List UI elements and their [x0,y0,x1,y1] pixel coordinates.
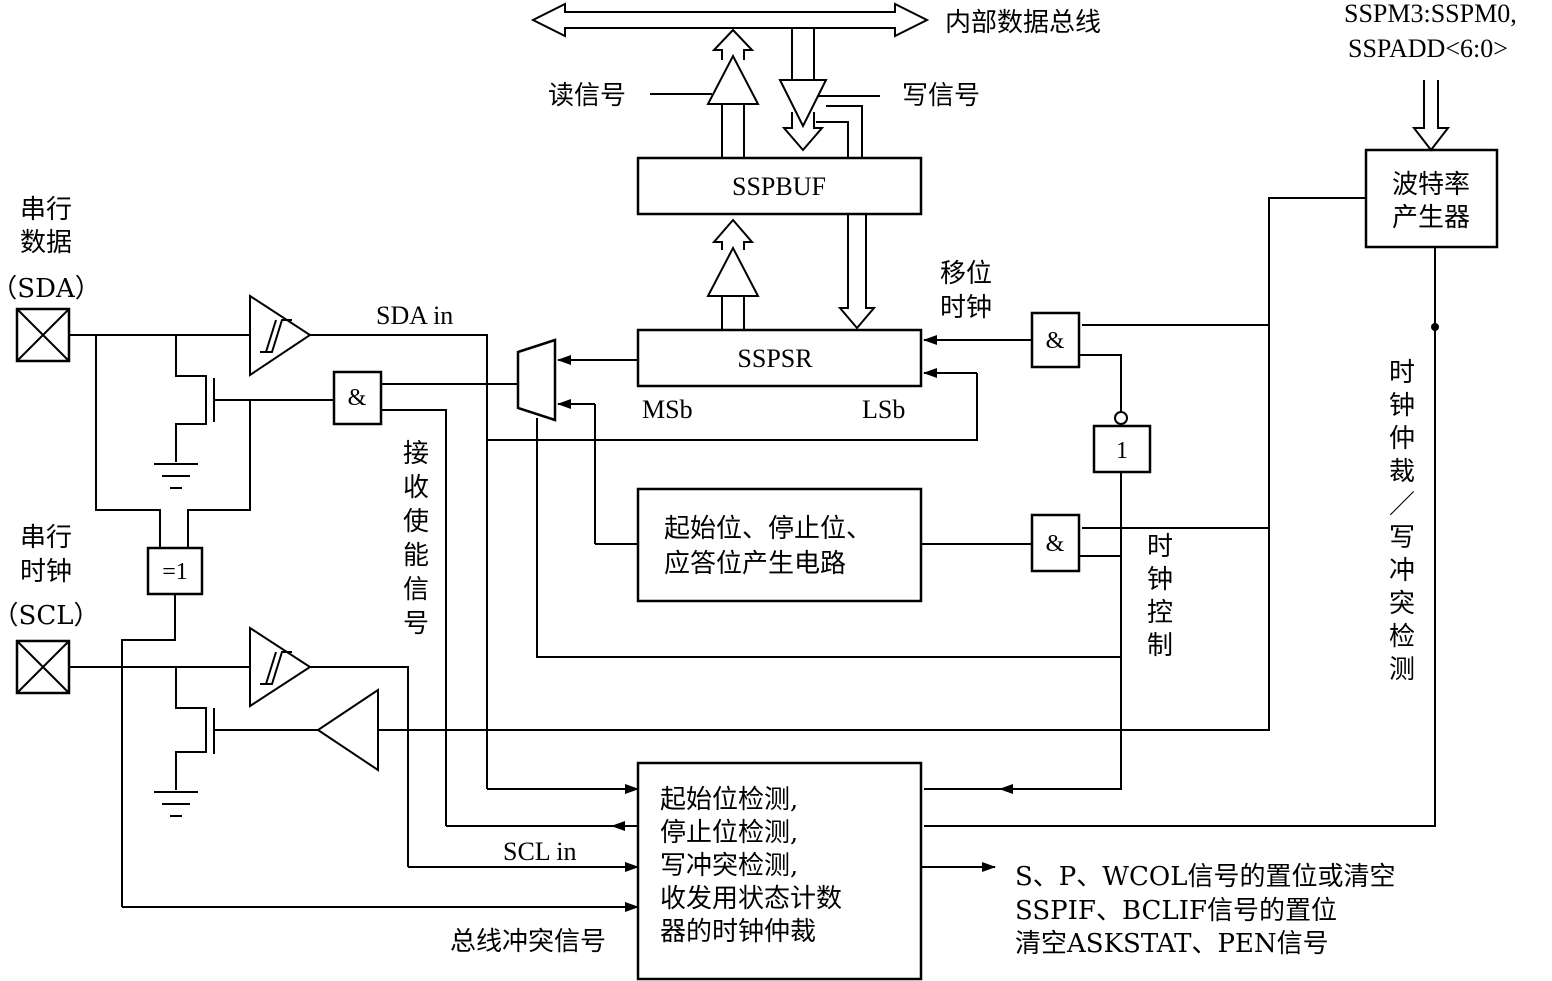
sspbuf-label: SSPBUF [732,172,826,201]
baud-rate-generator [1364,148,1499,249]
svg-text:能: 能 [403,541,429,571]
bus-conflict-label: 总线冲突信号 [450,927,606,957]
sda-and-gate [332,370,383,426]
sspbuf-to-sspsr-arrow [837,214,877,330]
sda-label-line2: 数据 [20,228,72,258]
svg-text:时: 时 [1389,358,1415,388]
sda-transistor [175,335,334,462]
svg-text:突: 突 [1389,589,1415,619]
shift-clock-line1: 移位 [940,259,992,289]
svg-text:仲: 仲 [1389,424,1415,454]
scl-ground-icon [154,791,198,817]
scl-label-line2: 时钟 [20,557,72,587]
read-signal-label: 读信号 [548,81,626,111]
detect-line1: 起始位检测, [660,785,798,815]
clock-control-and-gate [1030,513,1081,573]
clock-stretch-label: 时 钟 仲 裁 ／ 写 冲 突 检 测 [1389,358,1415,685]
scl-driver-buffer [316,688,379,772]
multiplexer [516,338,557,422]
output-line1: S、P、WCOL信号的置位或清空 [1015,862,1396,892]
shift-and-symbol: & [1046,328,1065,354]
svg-text:号: 号 [403,609,429,639]
detection-block [636,761,923,981]
svg-text:时: 时 [1147,532,1173,562]
detect-line3: 写冲突检测, [660,851,798,881]
sda-in-label: SDA in [376,301,453,330]
detect-line4: 收发用状态计数 [660,884,842,914]
svg-text:信: 信 [403,575,429,605]
svg-text:检: 检 [1389,622,1415,652]
start-stop-line1: 起始位、停止位、 [664,514,872,544]
xor-symbol: =1 [162,559,188,585]
svg-text:／: ／ [1389,490,1415,520]
scl-in-label: SCL in [503,837,576,866]
sda-schmitt-buffer [249,294,312,377]
svg-text:测: 测 [1389,655,1415,685]
shift-clock-line2: 时钟 [940,293,992,323]
internal-data-bus [530,2,930,38]
scl-schmitt-buffer [249,626,312,708]
svg-text:控: 控 [1147,598,1173,628]
write-signal-label: 写信号 [902,81,980,111]
output-line2: SSPIF、BCLIF信号的置位 [1015,896,1337,926]
clock-control-label: 时 钟 控 制 [1147,532,1173,661]
sda-pin [15,307,71,363]
read-path [650,28,760,158]
scl-label-line1: 串行 [20,523,72,553]
xor-gate [146,546,204,596]
svg-text:写: 写 [1389,523,1415,553]
scl-pin [15,639,71,695]
svg-text:制: 制 [1147,631,1173,661]
scl-pin-label: （SCL） [0,601,99,631]
start-stop-ack-generator [636,487,923,603]
sda-ground-icon [154,463,198,489]
clock-or-gate [1092,424,1152,474]
sspsr-to-sspbuf-path [706,218,760,330]
svg-text:收: 收 [403,473,429,503]
sda-pin-label: （SDA） [0,274,101,304]
msb-label: MSb [642,395,693,424]
or-gate-symbol: 1 [1116,438,1128,464]
sspm-label: SSPM3:SSPM0, [1344,0,1517,28]
baud-label-line1: 波特率 [1392,170,1470,200]
svg-text:钟: 钟 [1147,565,1173,595]
lsb-label: LSb [862,395,905,424]
svg-text:接: 接 [403,439,429,469]
internal-bus-label: 内部数据总线 [945,8,1101,38]
baud-label-line2: 产生器 [1392,203,1470,233]
control-and-symbol: & [1046,531,1065,557]
sda-label-line1: 串行 [20,195,72,225]
write-path [778,28,880,158]
detect-line5: 器的时钟仲裁 [660,917,816,947]
scl-transistor [175,667,318,790]
sspsr-register [636,328,923,388]
svg-text:冲: 冲 [1389,556,1415,586]
svg-text:使: 使 [403,507,429,537]
detect-line2: 停止位检测, [660,818,798,848]
svg-text:钟: 钟 [1389,391,1415,421]
start-stop-line2: 应答位产生电路 [664,549,846,579]
svg-text:裁: 裁 [1389,457,1415,487]
sspsr-label: SSPSR [737,344,813,373]
receive-enable-label: 接 收 使 能 信 号 [403,439,429,639]
sda-and-symbol: & [348,385,367,411]
config-input-arrow [1411,80,1451,152]
sspadd-label: SSPADD<6:0> [1348,34,1508,63]
output-line3: 清空ASKSTAT、PEN信号 [1015,929,1329,959]
sspbuf-register [636,156,923,216]
